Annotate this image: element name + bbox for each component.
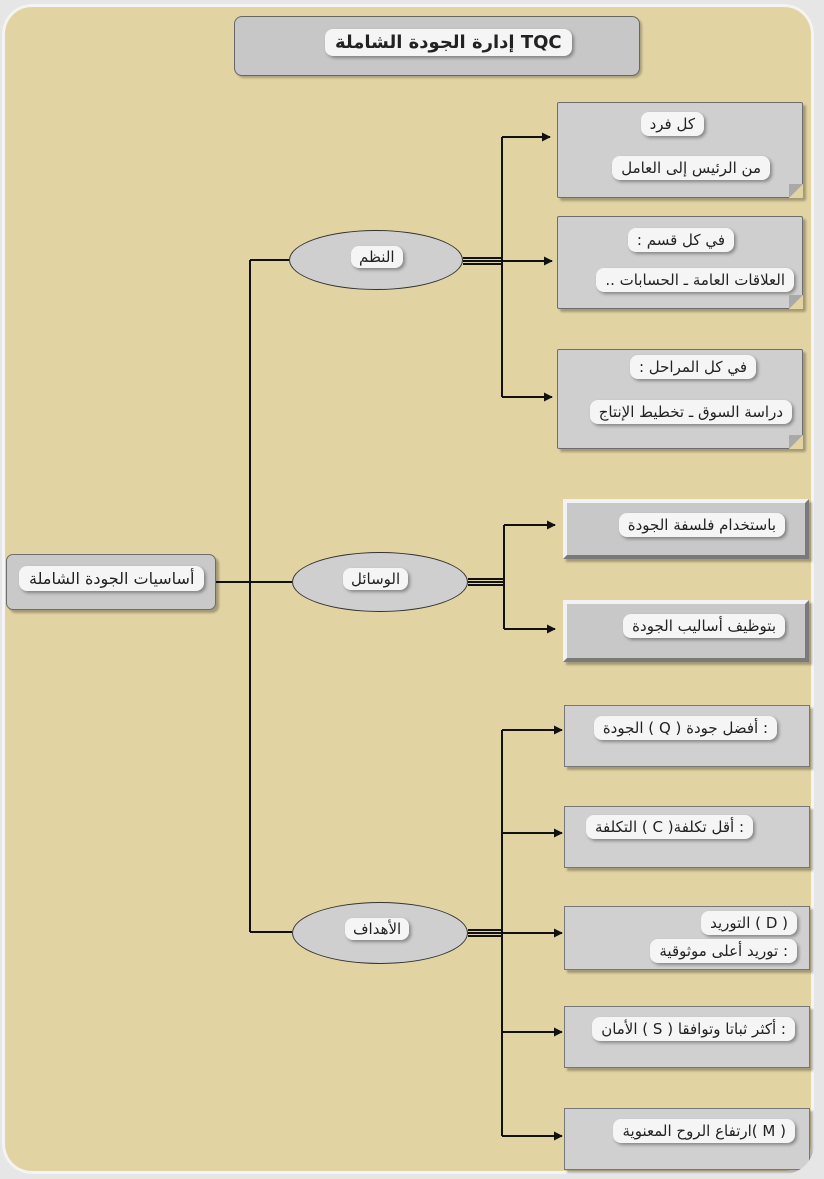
goals-label: الأهداف xyxy=(345,918,410,940)
goals-node: الأهداف xyxy=(292,902,468,964)
systems-item-2-title: في كل قسم : xyxy=(627,228,734,252)
goals-item-2: : أقل تكلفة( C ) التكلفة xyxy=(564,806,810,868)
goals-item-1-text: : أفضل جودة ( Q ) الجودة xyxy=(593,716,777,740)
root-label: أساسيات الجودة الشاملة xyxy=(19,566,205,591)
systems-node: النظم xyxy=(289,230,463,290)
goals-item-1: : أفضل جودة ( Q ) الجودة xyxy=(564,705,810,767)
means-item-2-text: بتوظيف أساليب الجودة xyxy=(623,614,785,638)
means-stub xyxy=(468,578,504,586)
systems-label: النظم xyxy=(351,246,403,268)
diagram-card: TQC إدارة الجودة الشاملة أساسيات الجودة … xyxy=(2,4,814,1174)
page-fold-icon xyxy=(789,184,803,198)
goals-stub xyxy=(468,929,502,937)
means-item-1: باستخدام فلسفة الجودة xyxy=(563,499,809,559)
goals-item-5: ( M )ارتفاع الروح المعنوية xyxy=(564,1108,810,1170)
goals-item-4: : أكثر ثباتا وتوافقا ( S ) الأمان xyxy=(564,1006,810,1068)
goals-item-4-text: : أكثر ثباتا وتوافقا ( S ) الأمان xyxy=(592,1017,795,1041)
systems-item-2: في كل قسم : العلاقات العامة ـ الحسابات .… xyxy=(557,216,803,309)
goals-item-2-text: : أقل تكلفة( C ) التكلفة xyxy=(586,815,753,839)
goals-item-3-text: : توريد أعلى موثوقية xyxy=(650,939,797,963)
diagram-title: TQC إدارة الجودة الشاملة xyxy=(325,29,572,56)
means-item-1-text: باستخدام فلسفة الجودة xyxy=(618,513,785,537)
means-label: الوسائل xyxy=(343,568,409,590)
root-box: أساسيات الجودة الشاملة xyxy=(6,554,216,610)
title-box: TQC إدارة الجودة الشاملة xyxy=(234,16,640,76)
systems-item-3-title: في كل المراحل : xyxy=(629,355,756,379)
systems-item-3-text: دراسة السوق ـ تخطيط الإنتاج xyxy=(589,400,792,424)
page-fold-icon xyxy=(789,295,803,309)
means-node: الوسائل xyxy=(292,552,468,612)
goals-item-3-title: ( D ) التوريد xyxy=(701,911,797,935)
systems-item-1-text: من الرئيس إلى العامل xyxy=(612,156,770,180)
goals-item-3: ( D ) التوريد : توريد أعلى موثوقية xyxy=(564,906,810,970)
systems-item-3: في كل المراحل : دراسة السوق ـ تخطيط الإن… xyxy=(557,349,803,449)
systems-item-1-title: كل فرد xyxy=(640,112,704,136)
connector-lines xyxy=(216,132,563,1141)
goals-item-5-text: ( M )ارتفاع الروح المعنوية xyxy=(613,1119,795,1143)
means-item-2: بتوظيف أساليب الجودة xyxy=(563,600,809,662)
systems-item-2-text: العلاقات العامة ـ الحسابات .. xyxy=(596,268,794,292)
systems-stub xyxy=(463,257,502,265)
systems-item-1: كل فرد من الرئيس إلى العامل xyxy=(557,102,803,198)
page-fold-icon xyxy=(789,435,803,449)
